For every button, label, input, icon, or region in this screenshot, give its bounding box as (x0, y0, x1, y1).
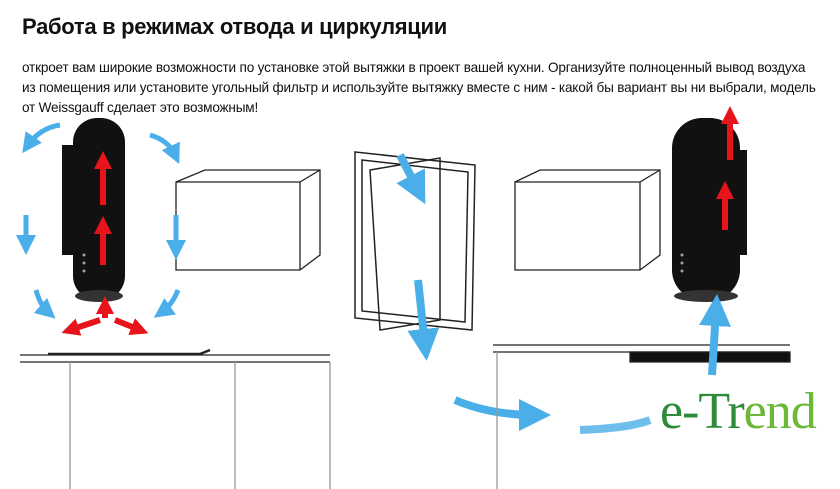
description-text: откроет вам широкие возможности по устан… (22, 60, 816, 115)
left-kitchen (20, 169, 331, 489)
e-trend-logo: e-Trend (660, 382, 817, 441)
window (354, 151, 476, 331)
left-blue-arrows (16, 122, 186, 319)
left-cooktop (48, 348, 211, 356)
left-hood (62, 118, 125, 302)
right-blue-arrow (699, 294, 731, 376)
page-title: Работа в режимах отвода и циркуляции (22, 14, 447, 39)
logo-text-a: e-Tr (660, 383, 745, 440)
window-blue-arrows (396, 153, 652, 434)
left-red-arrows (61, 151, 149, 336)
right-red-arrows (716, 106, 739, 230)
right-hood (672, 118, 747, 302)
logo-text-b: end (743, 383, 817, 440)
left-wall-cabinet (175, 169, 321, 271)
right-wall-cabinet (514, 169, 661, 271)
